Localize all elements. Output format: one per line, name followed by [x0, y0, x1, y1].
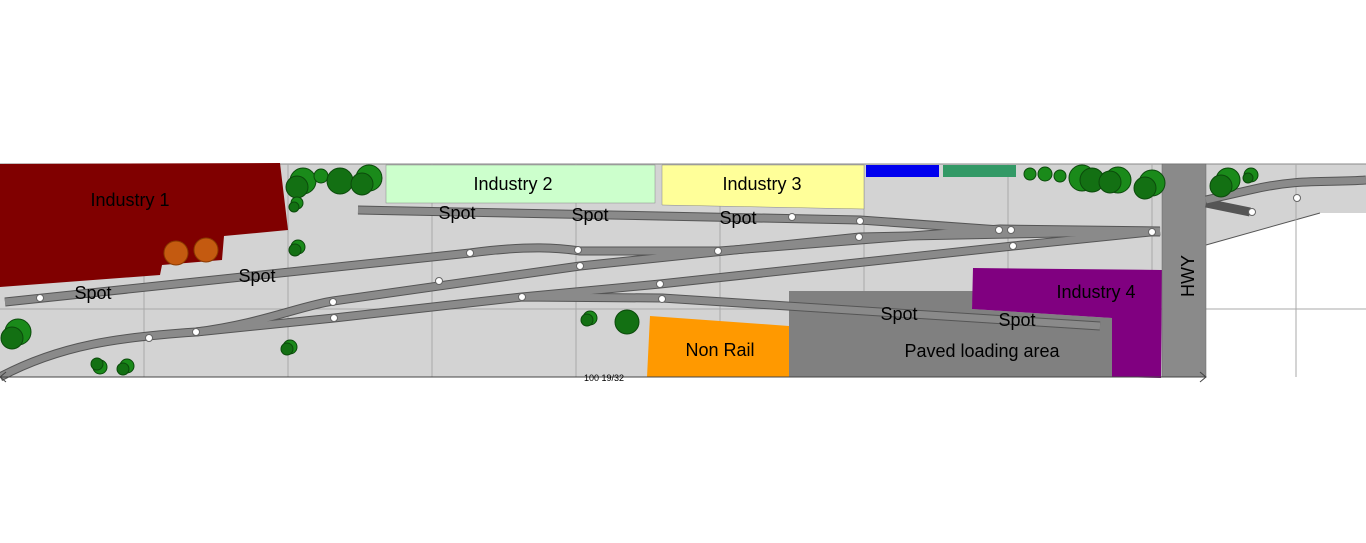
industry-2-building[interactable] — [385, 164, 656, 204]
industry-2-label: Industry 2 — [473, 174, 552, 194]
spot-label: Spot — [238, 266, 275, 286]
industry-4-label: Industry 4 — [1056, 282, 1135, 302]
industry-1-label: Industry 1 — [90, 190, 169, 210]
track-joints — [36, 194, 1301, 342]
tank-icon — [193, 237, 219, 263]
paved-loading-area-label: Paved loading area — [904, 341, 1060, 361]
spot-label: Spot — [438, 203, 475, 223]
green-structure — [943, 165, 1016, 177]
highway — [1161, 163, 1207, 378]
tank-icon — [163, 240, 189, 266]
industry-3-label: Industry 3 — [722, 174, 801, 194]
industry-3-building[interactable] — [661, 164, 865, 210]
highway-label: HWY — [1178, 255, 1198, 297]
tracks — [0, 175, 1366, 381]
spot-label: Spot — [998, 310, 1035, 330]
dimension-label: 100 19/32 — [584, 373, 624, 383]
dimension-arrows — [0, 371, 1207, 383]
board-edge — [1205, 212, 1321, 246]
blue-structure — [866, 165, 939, 177]
spot-label: Spot — [74, 283, 111, 303]
industry-4-building[interactable] — [972, 268, 1162, 378]
trees — [0, 164, 1259, 376]
spot-label: Spot — [719, 208, 756, 228]
non-rail-building[interactable] — [647, 316, 789, 377]
spot-label: Spot — [571, 205, 608, 225]
spot-label: Spot — [880, 304, 917, 324]
non-rail-label: Non Rail — [685, 340, 754, 360]
